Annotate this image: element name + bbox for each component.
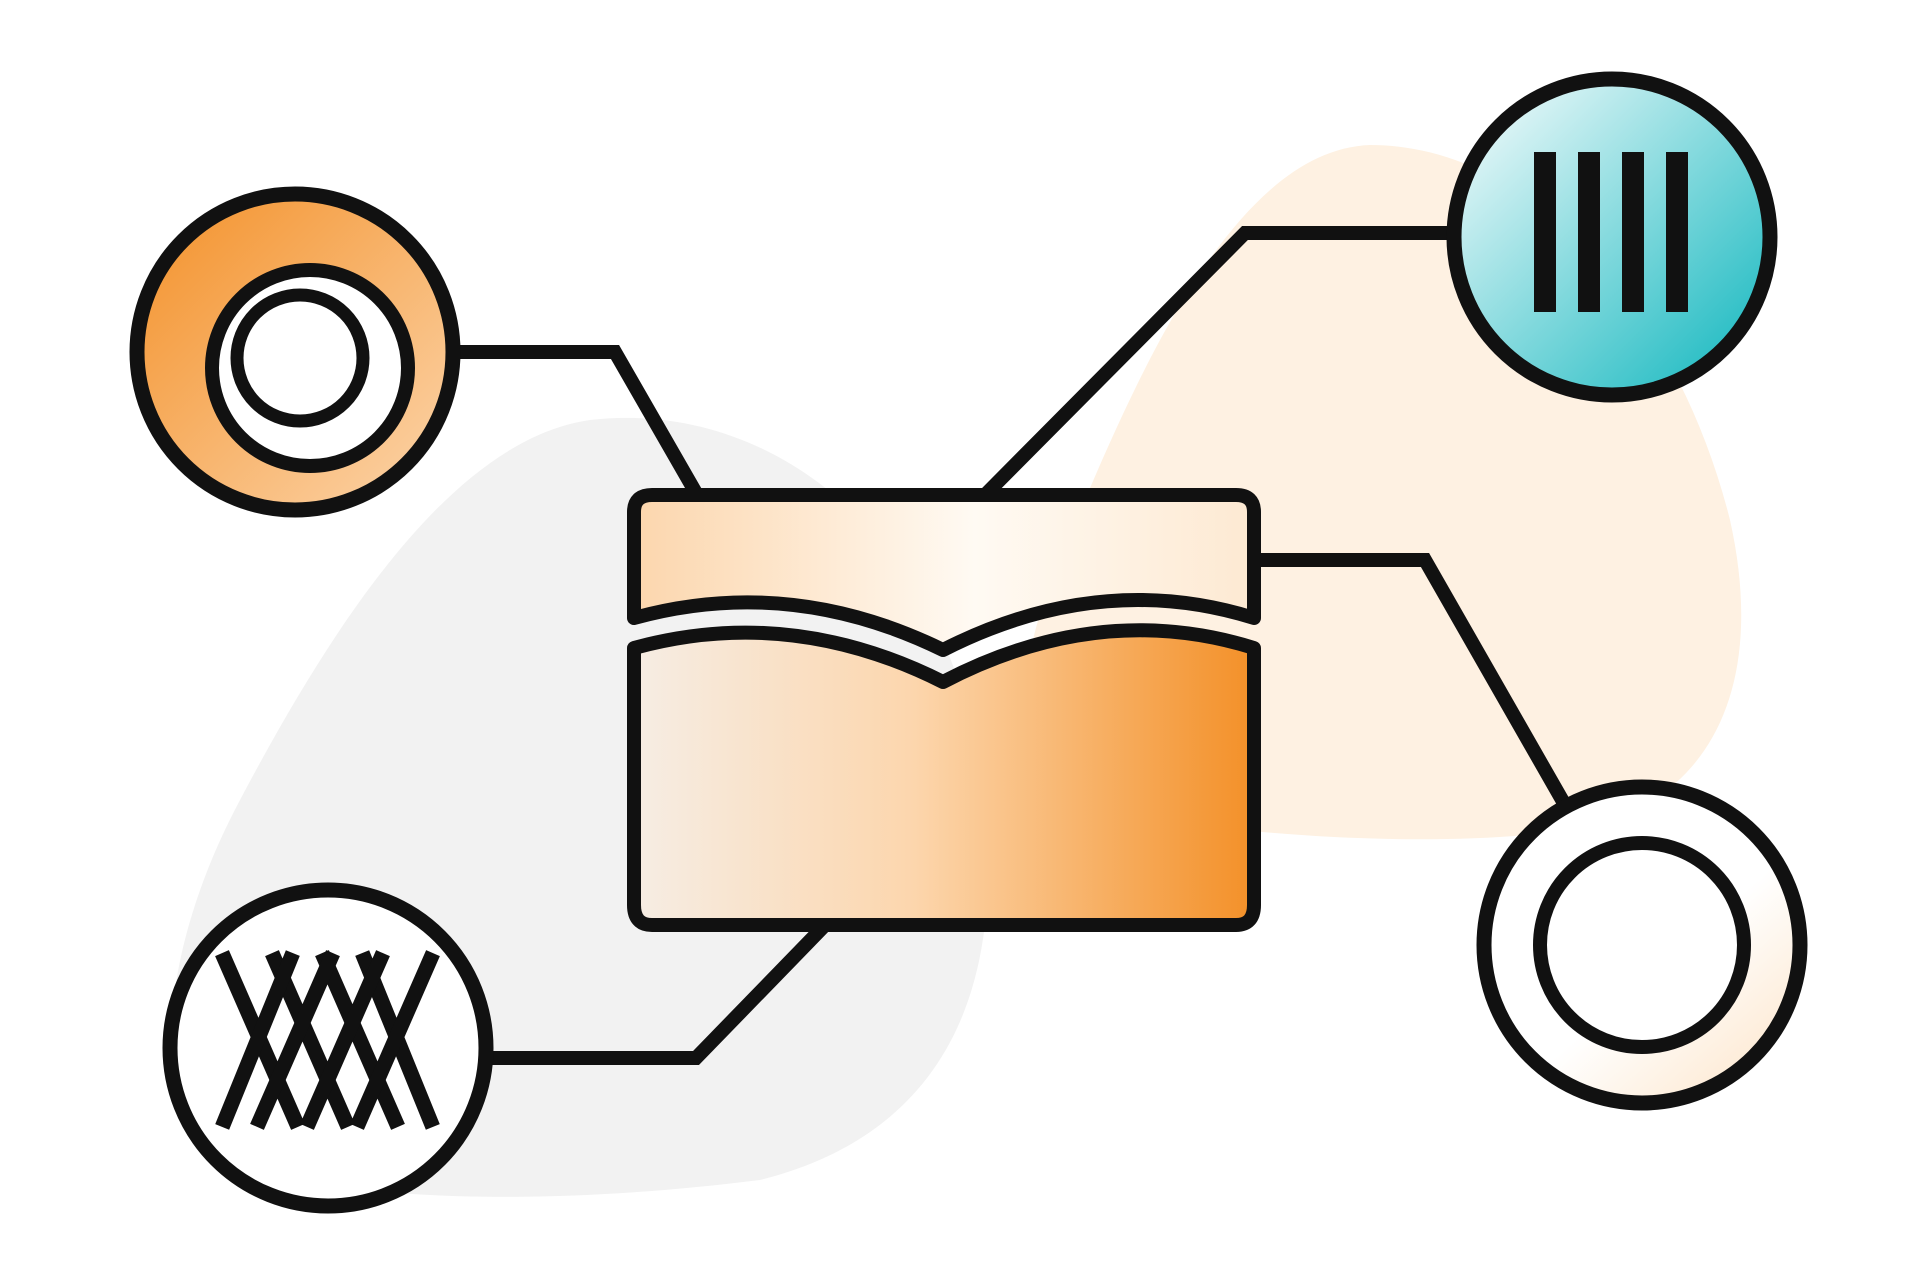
- connector-mesh-layer: [490, 915, 836, 1065]
- double-ring-icon: [205, 263, 415, 473]
- node-foam-layer: [1476, 779, 1808, 1111]
- mattress-bottom-layer: [627, 623, 1261, 932]
- mattress-top-layer: [627, 488, 1261, 657]
- connector-ring-layer: [455, 345, 707, 504]
- connector-spring-layer: [975, 226, 1448, 505]
- lattice-icon: [215, 950, 440, 1130]
- node-ring-layer: [129, 186, 461, 518]
- connector-foam-layer: [1255, 553, 1572, 809]
- open-ring-icon: [1533, 836, 1751, 1054]
- vertical-bars-icon: [1534, 152, 1688, 312]
- connector-lines: [455, 226, 1572, 1065]
- mesh-layer-circle: [162, 882, 494, 1214]
- mattress-cross-section-icon: [627, 488, 1261, 932]
- node-spring-layer: [1446, 71, 1778, 403]
- spring-layer-circle: [1446, 71, 1778, 403]
- node-mesh-layer: [162, 882, 494, 1214]
